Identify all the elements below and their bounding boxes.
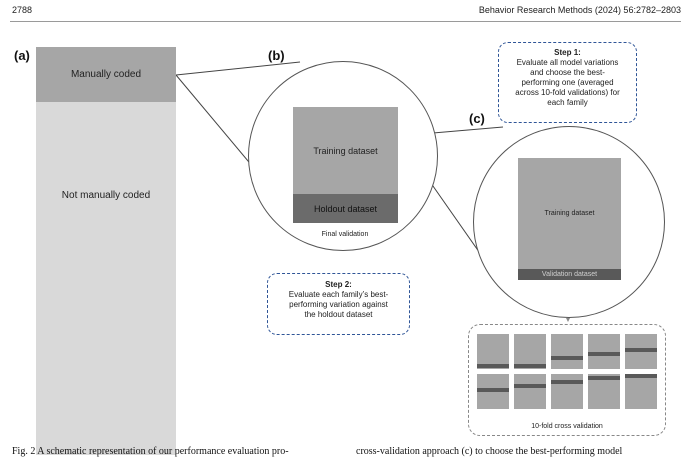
cv-fold	[514, 374, 546, 409]
cv-fold	[625, 374, 657, 409]
manually-coded-bar: Manually coded	[36, 47, 176, 102]
step1-line: and choose the best-	[530, 68, 605, 77]
cv-fold	[588, 334, 620, 369]
cv-fold-validation-stripe	[551, 356, 583, 360]
b-holdout-block: Holdout dataset	[293, 194, 398, 223]
cv-fold	[551, 374, 583, 409]
cv-fold	[625, 334, 657, 369]
b-training-label: Training dataset	[313, 145, 378, 156]
step1-line: Evaluate all model variations	[516, 58, 619, 67]
step2-title: Step 2:	[325, 280, 352, 289]
caption-right-text: cross-validation approach (c) to choose …	[356, 446, 623, 457]
c-validation-label: Validation dataset	[541, 271, 598, 278]
cv-fold-validation-stripe	[588, 352, 620, 356]
cv-fold-validation-stripe	[477, 364, 509, 368]
step1-title: Step 1:	[554, 48, 581, 57]
cv-fold	[588, 374, 620, 409]
b-training-block: Training dataset	[293, 107, 398, 194]
cv-fold	[551, 334, 583, 369]
cv-fold-validation-stripe	[625, 374, 657, 378]
figure-caption-right: cross-validation approach (c) to choose …	[356, 446, 622, 457]
panel-c-label: (c)	[469, 111, 485, 126]
final-validation-label: Final validation	[321, 231, 369, 238]
caption-left-text: Fig. 2 A schematic representation of our…	[12, 446, 289, 457]
panel-b-label: (b)	[268, 48, 285, 63]
step2-line: performing variation against	[289, 300, 388, 309]
cv-caption: 10-fold cross validation	[531, 423, 603, 430]
cv-fold-validation-stripe	[514, 384, 546, 388]
figure-caption-left: Fig. 2 A schematic representation of our…	[12, 446, 289, 457]
cv-fold-validation-stripe	[625, 348, 657, 352]
cv-fold	[514, 334, 546, 369]
step2-line: the holdout dataset	[304, 310, 373, 319]
c-training-block: Training dataset	[518, 158, 621, 269]
b-holdout-label: Holdout dataset	[313, 203, 378, 214]
step1-box: Step 1: Evaluate all model variations an…	[498, 42, 637, 123]
header-rule	[10, 21, 681, 22]
page-number: 2788	[12, 5, 33, 15]
cv-fold	[477, 374, 509, 409]
step1-line: across 10-fold validations) for	[515, 88, 620, 97]
not-manually-coded-bar: Not manually coded	[36, 102, 176, 455]
manually-coded-label: Manually coded	[70, 69, 142, 80]
cv-fold-validation-stripe	[514, 364, 546, 368]
panel-a-label: (a)	[14, 48, 30, 63]
cv-fold	[477, 334, 509, 369]
step2-box: Step 2: Evaluate each family’s best- per…	[267, 273, 410, 335]
cv-fold-validation-stripe	[588, 376, 620, 380]
cv-fold-validation-stripe	[551, 380, 583, 384]
step1-line: performing one (averaged	[521, 78, 614, 87]
c-validation-block: Validation dataset	[518, 269, 621, 280]
c-training-label: Training dataset	[544, 210, 595, 217]
step2-line: Evaluate each family’s best-	[288, 290, 389, 299]
cv-fold-validation-stripe	[477, 388, 509, 392]
journal-header: Behavior Research Methods (2024) 56:2782…	[478, 5, 681, 15]
step1-line: each family	[547, 98, 588, 107]
not-manually-coded-label: Not manually coded	[61, 190, 151, 201]
